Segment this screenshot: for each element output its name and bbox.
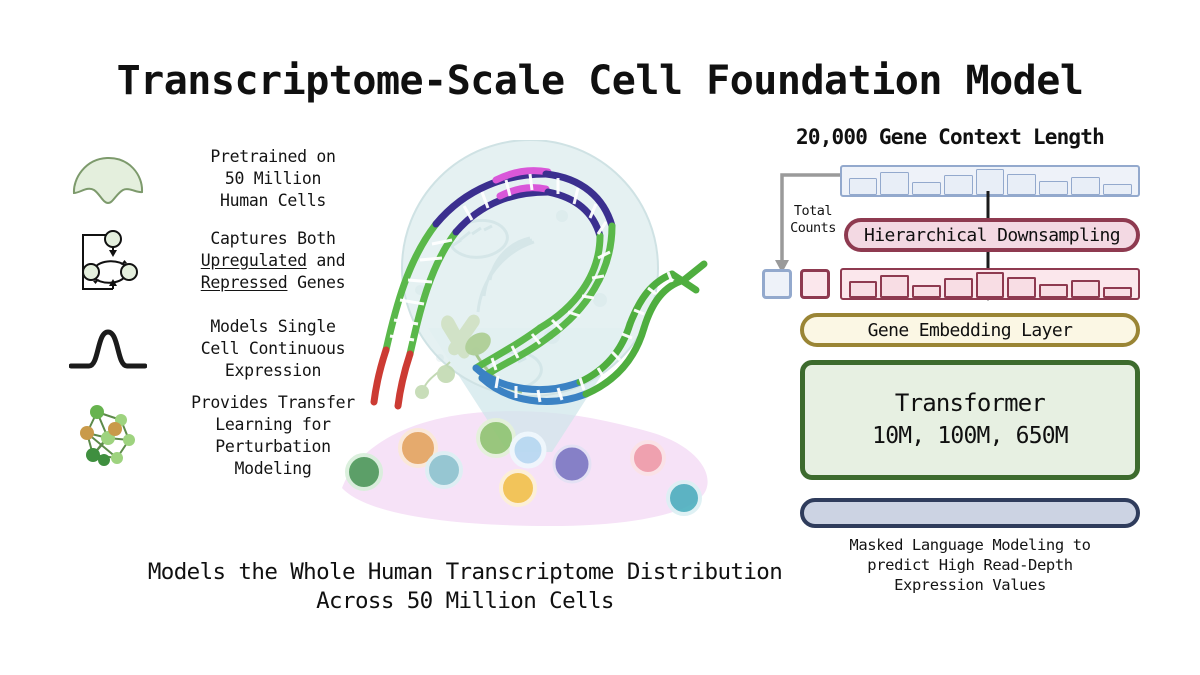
mlm-caption: Masked Language Modeling to predict High…	[790, 535, 1150, 595]
total-counts-bracket-icon	[775, 173, 846, 273]
page-title: Transcriptome-Scale Cell Foundation Mode…	[116, 58, 1084, 104]
masked-language-modeling-output-bar[interactable]	[800, 498, 1140, 528]
feature-line: Cell Continuous	[200, 339, 346, 358]
gene-count-track-downsampled	[840, 268, 1140, 300]
transformer-sizes: 10M, 100M, 650M	[872, 423, 1069, 449]
gene-count-bar	[975, 272, 1005, 298]
gene-count-bar	[943, 174, 973, 195]
gene-count-bar	[912, 182, 941, 195]
gene-count-bar	[848, 280, 878, 298]
total-counts-chip-input	[762, 269, 792, 299]
bottom-caption-line2: Across 50 Million Cells	[316, 588, 614, 614]
distribution-curve-icon	[62, 310, 154, 388]
gene-count-bar	[1102, 286, 1132, 298]
mlm-caption-line1: Masked Language Modeling to	[849, 536, 1091, 554]
feature-item-captures-both: Captures Both Upregulated and Repressed …	[62, 222, 392, 300]
gene-count-bar	[1007, 174, 1037, 195]
transformer-title: Transformer	[894, 389, 1046, 417]
gene-count-track-input	[840, 165, 1140, 197]
feature-item-continuous-expression: Models Single Cell Continuous Expression	[62, 310, 392, 388]
network-graph-icon	[62, 397, 154, 475]
total-counts-line1: Total	[793, 203, 833, 219]
gene-count-bar	[880, 274, 910, 298]
gene-count-bar	[848, 177, 878, 195]
feature-line: Human Cells	[220, 191, 326, 210]
hierarchical-downsampling-block[interactable]: Hierarchical Downsampling	[844, 218, 1140, 252]
feature-line: Expression	[224, 361, 322, 380]
feature-text: Models Single Cell Continuous Expression	[154, 316, 392, 382]
feature-line: Perturbation	[215, 437, 331, 456]
mlm-caption-line2: predict High Read-Depth	[867, 556, 1073, 574]
bottom-caption-line1: Models the Whole Human Transcriptome Dis…	[147, 559, 783, 585]
gene-regulation-loop-icon	[62, 222, 154, 300]
gene-count-bar	[943, 277, 973, 298]
dna-helix	[370, 167, 708, 410]
feature-line: Captures Both	[210, 229, 336, 248]
gene-count-bar	[975, 169, 1005, 195]
gene-count-bar	[1102, 183, 1132, 195]
tissue-cell-dots	[345, 418, 702, 516]
mlm-caption-line3: Expression Values	[894, 576, 1046, 594]
feature-line: Upregulated and	[200, 251, 346, 270]
transformer-block[interactable]: Transformer 10M, 100M, 650M	[800, 360, 1140, 480]
gene-embedding-layer-block[interactable]: Gene Embedding Layer	[800, 313, 1140, 347]
total-counts-chip-downsampled	[800, 269, 830, 299]
feature-item-transfer-learning: Provides Transfer Learning for Perturbat…	[62, 392, 392, 480]
hierarchical-downsampling-label: Hierarchical Downsampling	[864, 224, 1121, 246]
tissue-blob-icon	[62, 140, 154, 218]
gene-count-bar	[1039, 284, 1068, 298]
feature-line: Models Single	[210, 317, 336, 336]
gene-count-bar	[1007, 277, 1037, 298]
bottom-caption: Models the Whole Human Transcriptome Dis…	[80, 558, 850, 616]
gene-count-bar	[1070, 176, 1100, 195]
feature-line: Learning for	[215, 415, 331, 434]
model-architecture-diagram: 20,000 Gene Context Length Total Counts …	[760, 125, 1140, 605]
gene-count-bar	[1039, 181, 1068, 195]
gene-count-bar	[1070, 279, 1100, 298]
feature-line: Modeling	[234, 459, 312, 478]
context-length-label: 20,000 Gene Context Length	[796, 125, 1105, 149]
feature-text: Provides Transfer Learning for Perturbat…	[154, 392, 392, 480]
total-counts-label: Total Counts	[782, 203, 844, 237]
feature-text: Pretrained on 50 Million Human Cells	[154, 146, 392, 212]
cell-and-tissue-illustration	[300, 139, 760, 540]
feature-line: Provides Transfer	[191, 393, 355, 412]
gene-count-bar	[912, 285, 941, 298]
feature-text: Captures Both Upregulated and Repressed …	[154, 228, 392, 294]
feature-line: 50 Million	[224, 169, 322, 188]
gene-embedding-layer-label: Gene Embedding Layer	[867, 319, 1073, 341]
feature-line: Pretrained on	[210, 147, 336, 166]
gene-count-bar	[880, 171, 910, 195]
feature-line: Repressed Genes	[200, 273, 346, 292]
total-counts-line2: Counts	[790, 220, 836, 236]
feature-item-pretrained: Pretrained on 50 Million Human Cells	[62, 140, 392, 218]
